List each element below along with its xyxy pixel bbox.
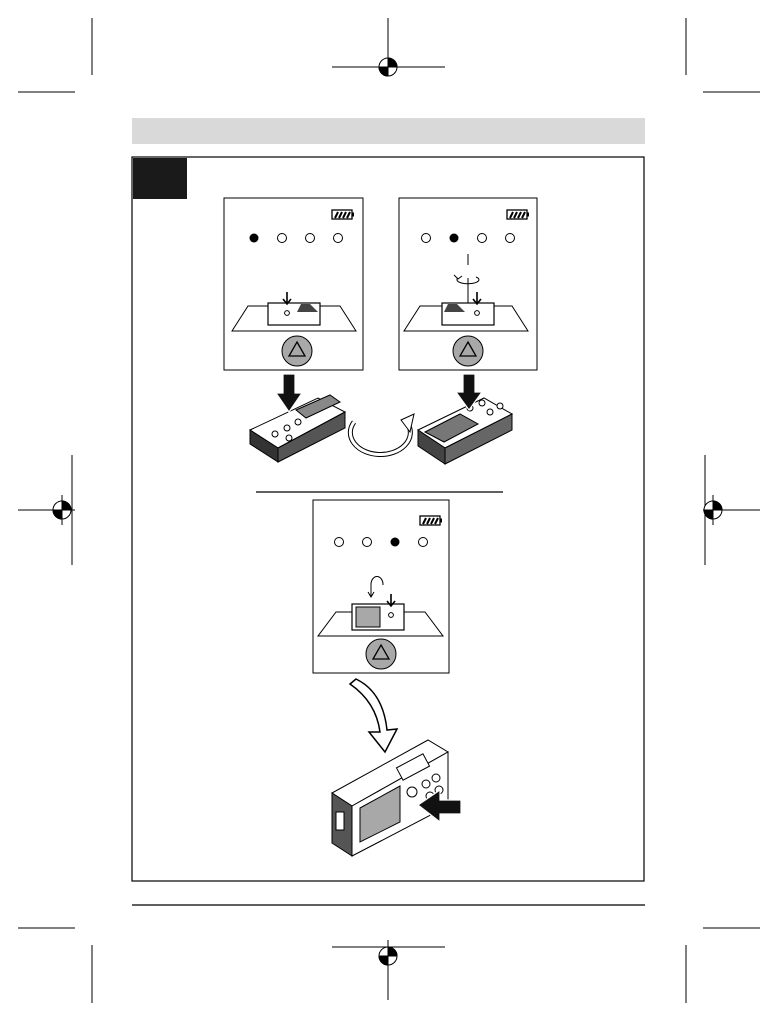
registration-mark-bottom (332, 940, 445, 1000)
mode-dot-active (250, 234, 259, 243)
mode-dot-active (450, 234, 459, 243)
panel-3 (313, 500, 449, 673)
curved-arrow-icon (350, 679, 397, 752)
battery-icon (507, 210, 529, 219)
triangle-button-icon (366, 639, 396, 669)
header-band (132, 118, 645, 144)
step-badge (133, 158, 187, 199)
triangle-button-icon (282, 336, 312, 366)
registration-mark-top (332, 18, 445, 76)
panel-1 (224, 198, 363, 370)
battery-icon (332, 210, 354, 219)
registration-mark-right (703, 495, 760, 525)
device-illustration-left (250, 374, 345, 462)
triangle-button-icon (453, 336, 483, 366)
device-illustration-bottom (332, 740, 461, 856)
panel-2 (399, 198, 537, 370)
rotation-arrow-icon (350, 414, 414, 455)
battery-icon (420, 516, 442, 525)
device-illustration-right (418, 374, 512, 464)
registration-mark-left (18, 495, 75, 525)
mode-dot-active (391, 538, 400, 547)
